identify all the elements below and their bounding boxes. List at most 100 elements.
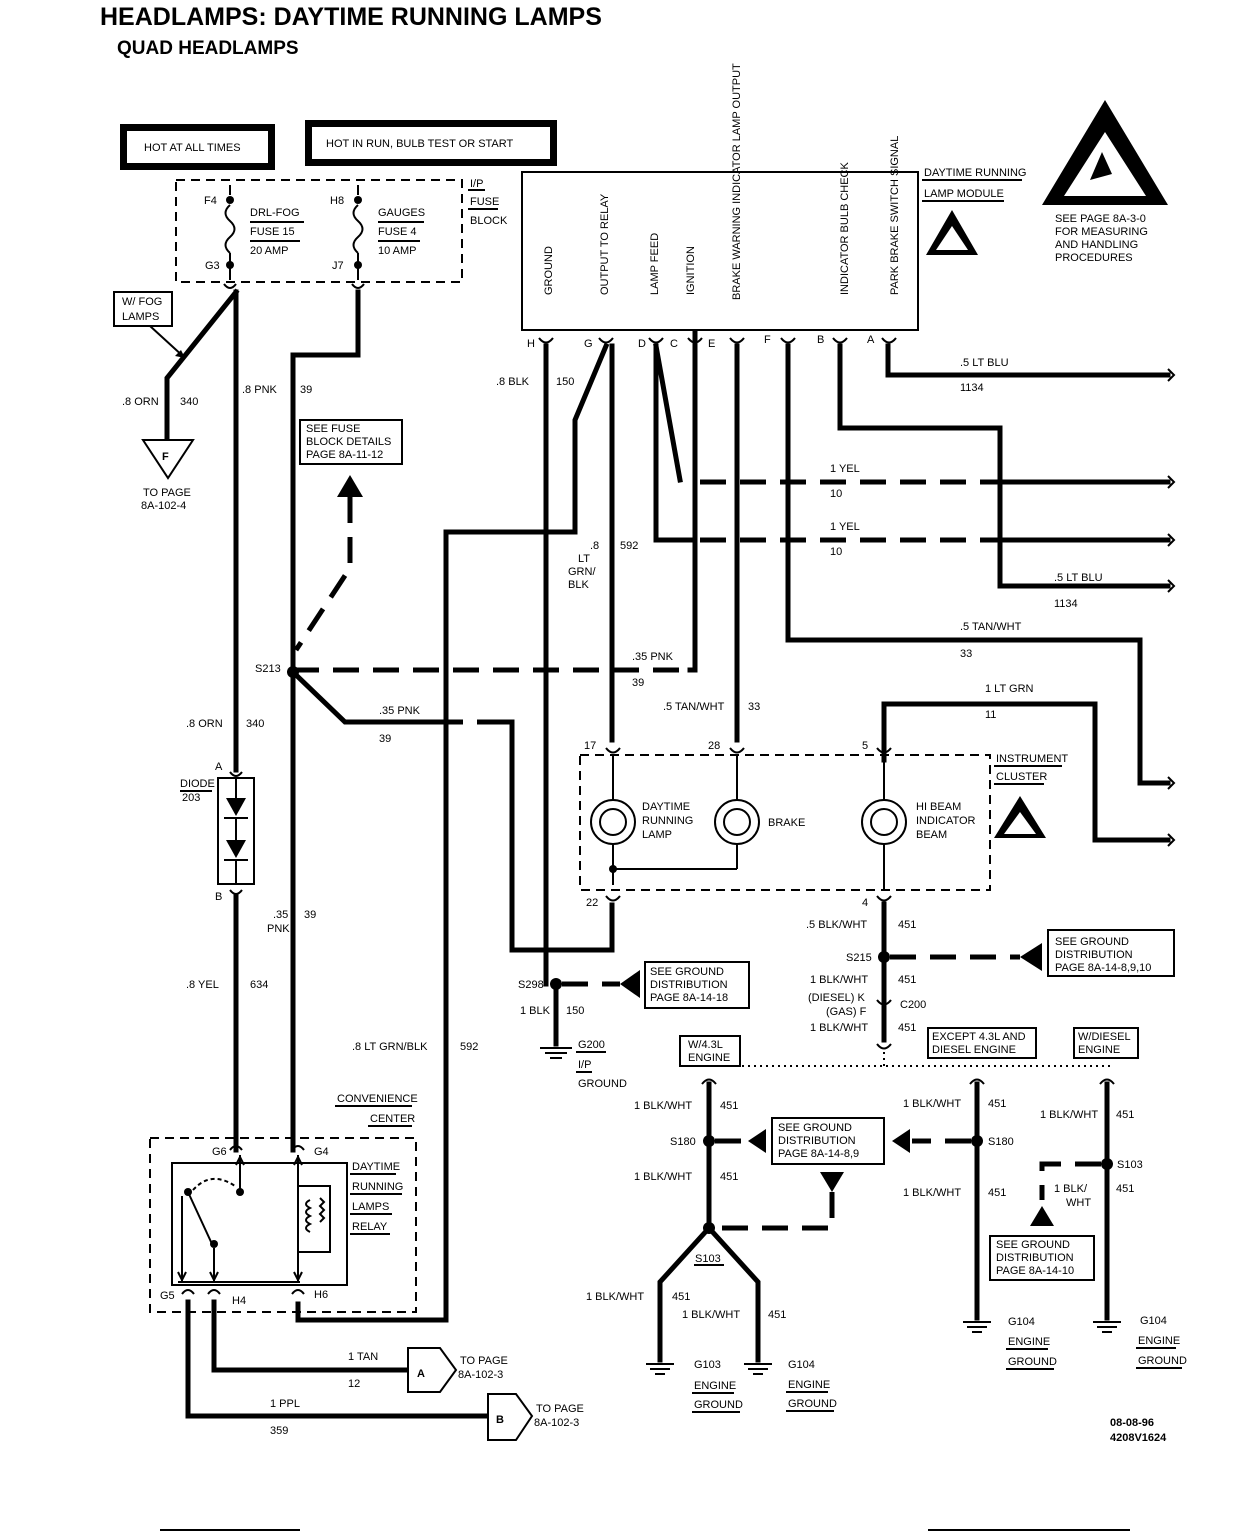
footer-date: 08-08-96 (1110, 1417, 1154, 1429)
svg-text:1 BLK/WHT: 1 BLK/WHT (810, 1022, 868, 1034)
ground-dist-note-4: SEE GROUND DISTRIBUTION PAGE 8A-14-10 (989, 1235, 1095, 1281)
svg-text:C200: C200 (900, 999, 926, 1011)
svg-text:SEE PAGE 8A-3-0: SEE PAGE 8A-3-0 (1055, 213, 1146, 225)
svg-text:ENGINE: ENGINE (694, 1380, 736, 1392)
svg-text:D: D (638, 338, 646, 350)
svg-text:BRAKE WARNING INDICATOR LAMP O: BRAKE WARNING INDICATOR LAMP OUTPUT (731, 63, 743, 300)
ground-g104-c: G104 ENGINE GROUND (1093, 1315, 1187, 1369)
svg-text:DAYTIME: DAYTIME (352, 1161, 400, 1173)
svg-text:C: C (670, 338, 678, 350)
svg-text:DIESEL ENGINE: DIESEL ENGINE (932, 1044, 1016, 1056)
ground-g104-b: G104 ENGINE GROUND (963, 1316, 1057, 1370)
svg-text:OUTPUT TO RELAY: OUTPUT TO RELAY (599, 193, 611, 295)
svg-text:SEE GROUND: SEE GROUND (1055, 936, 1129, 948)
svg-text:8A-102-3: 8A-102-3 (458, 1369, 503, 1381)
svg-text:LAMP FEED: LAMP FEED (649, 233, 661, 295)
svg-text:F: F (764, 334, 771, 346)
svg-text:LT: LT (578, 553, 590, 565)
svg-text:1 BLK/WHT: 1 BLK/WHT (682, 1309, 740, 1321)
svg-text:451: 451 (988, 1187, 1006, 1199)
svg-text:340: 340 (180, 396, 198, 408)
svg-text:A: A (867, 334, 875, 346)
svg-text:.5 TAN/WHT: .5 TAN/WHT (960, 621, 1022, 633)
svg-text:DRL-FOG: DRL-FOG (250, 207, 300, 219)
svg-text:S213: S213 (255, 663, 281, 675)
svg-text:451: 451 (898, 974, 916, 986)
svg-text:1 BLK/WHT: 1 BLK/WHT (1040, 1109, 1098, 1121)
svg-text:33: 33 (748, 701, 760, 713)
esd-note: SEE PAGE 8A-3-0 FOR MEASURING AND HANDLI… (926, 100, 1168, 264)
svg-text:28: 28 (708, 740, 720, 752)
svg-text:G104: G104 (1140, 1315, 1167, 1327)
svg-text:TO PAGE: TO PAGE (143, 487, 191, 499)
svg-text:359: 359 (270, 1425, 288, 1437)
svg-text:PROCEDURES: PROCEDURES (1055, 252, 1133, 264)
hot-at-all-times-box: HOT AT ALL TIMES (120, 124, 275, 170)
svg-text:.5 LT BLU: .5 LT BLU (960, 357, 1009, 369)
svg-text:E: E (708, 338, 715, 350)
svg-text:1 BLK/WHT: 1 BLK/WHT (634, 1100, 692, 1112)
svg-text:ENGINE: ENGINE (688, 1052, 730, 1064)
svg-text:INSTRUMENT: INSTRUMENT (996, 753, 1068, 765)
svg-text:PARK BRAKE SWITCH SIGNAL: PARK BRAKE SWITCH SIGNAL (889, 136, 901, 295)
svg-text:PAGE 8A-14-8,9,10: PAGE 8A-14-8,9,10 (1055, 962, 1151, 974)
svg-text:340: 340 (246, 718, 264, 730)
svg-text:G6: G6 (212, 1146, 227, 1158)
svg-text:451: 451 (898, 919, 916, 931)
svg-text:S103: S103 (1117, 1159, 1143, 1171)
svg-text:1 YEL: 1 YEL (830, 521, 860, 533)
svg-text:W/4.3L: W/4.3L (688, 1039, 723, 1051)
svg-text:10: 10 (830, 488, 842, 500)
svg-text:A: A (215, 761, 223, 773)
svg-text:BLK: BLK (568, 579, 589, 591)
svg-text:G3: G3 (205, 260, 220, 272)
connector-f: F TO PAGE 8A-102-4 (141, 439, 195, 512)
svg-text:1 BLK/WHT: 1 BLK/WHT (634, 1171, 692, 1183)
svg-text:DAYTIME RUNNING: DAYTIME RUNNING (924, 167, 1026, 179)
svg-text:F4: F4 (204, 195, 217, 207)
svg-text:10 AMP: 10 AMP (378, 245, 417, 257)
svg-text:CENTER: CENTER (370, 1113, 415, 1125)
svg-text:BRAKE: BRAKE (768, 817, 805, 829)
svg-text:PNK: PNK (267, 923, 290, 935)
svg-text:150: 150 (556, 376, 574, 388)
svg-text:LAMPS: LAMPS (122, 311, 159, 323)
svg-text:G103: G103 (694, 1359, 721, 1371)
svg-text:W/DIESEL: W/DIESEL (1078, 1031, 1131, 1043)
ground-dist-note-2: SEE GROUND DISTRIBUTION PAGE 8A-14-8,9,1… (1047, 929, 1175, 977)
svg-text:1 LT GRN: 1 LT GRN (985, 683, 1034, 695)
engine-diesel-label: W/DIESEL ENGINE (1073, 1027, 1139, 1059)
svg-text:G5: G5 (160, 1290, 175, 1302)
svg-text:GROUND: GROUND (543, 246, 555, 295)
svg-text:8A-102-4: 8A-102-4 (141, 500, 186, 512)
svg-text:451: 451 (1116, 1109, 1134, 1121)
svg-text:GROUND: GROUND (694, 1399, 743, 1411)
wire-orn-340 (164, 288, 240, 443)
svg-text:G104: G104 (788, 1359, 815, 1371)
svg-text:H: H (527, 338, 535, 350)
svg-text:PAGE 8A-11-12: PAGE 8A-11-12 (306, 449, 383, 461)
svg-text:GROUND: GROUND (1138, 1355, 1187, 1367)
svg-text:H8: H8 (330, 195, 344, 207)
svg-text:451: 451 (768, 1309, 786, 1321)
svg-text:8A-102-3: 8A-102-3 (534, 1417, 579, 1429)
svg-text:G4: G4 (314, 1146, 329, 1158)
svg-text:BEAM: BEAM (916, 829, 947, 841)
svg-text:GROUND: GROUND (1008, 1356, 1057, 1368)
svg-text:451: 451 (988, 1098, 1006, 1110)
svg-text:.8 PNK: .8 PNK (242, 384, 278, 396)
svg-text:DIODE: DIODE (180, 778, 215, 790)
ground-g200: G200 I/P GROUND (540, 1039, 627, 1090)
svg-text:SEE FUSE: SEE FUSE (306, 423, 360, 435)
svg-text:451: 451 (898, 1022, 916, 1034)
ground-g103: G103 ENGINE GROUND (646, 1359, 743, 1413)
svg-text:S215: S215 (846, 952, 872, 964)
svg-text:RUNNING: RUNNING (352, 1181, 403, 1193)
svg-text:I/P: I/P (470, 178, 483, 190)
svg-text:.8 BLK: .8 BLK (496, 376, 530, 388)
svg-text:451: 451 (1116, 1183, 1134, 1195)
connector-a: A TO PAGE 8A-102-3 (407, 1347, 508, 1393)
svg-text:TO PAGE: TO PAGE (536, 1403, 584, 1415)
svg-text:1 PPL: 1 PPL (270, 1398, 300, 1410)
svg-text:LAMP: LAMP (642, 829, 672, 841)
